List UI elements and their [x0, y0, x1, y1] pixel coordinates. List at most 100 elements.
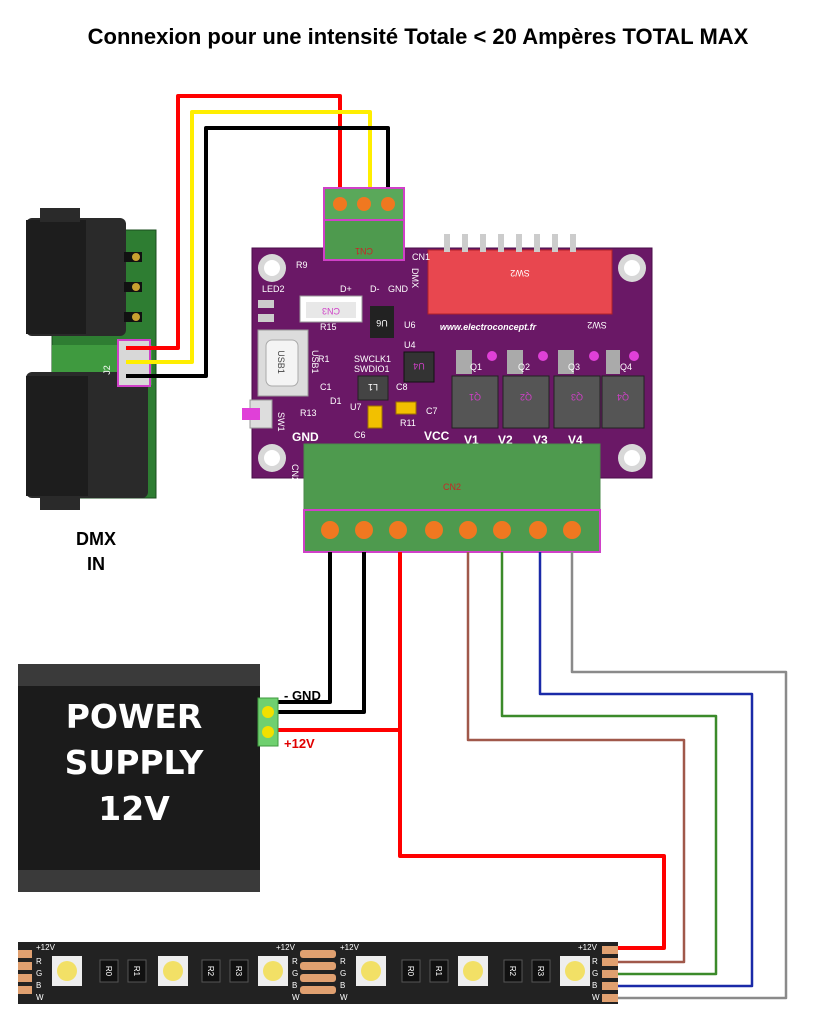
gnd-top-label: GND [388, 284, 409, 294]
gnd-bottom-label: GND [292, 430, 319, 444]
sw2-body-label: SW2 [510, 268, 530, 278]
psu-plus-label: +12V [284, 736, 315, 751]
psu-gnd-label: - GND [284, 688, 321, 703]
led2-label: LED2 [262, 284, 285, 294]
svg-text:Q1: Q1 [469, 392, 481, 402]
dmx-wires [126, 94, 390, 378]
svg-text:B: B [292, 981, 297, 990]
dmx-silk: DMX [410, 268, 420, 288]
d-plus-label: D+ [340, 284, 352, 294]
power-supply: POWER SUPPLY 12V [18, 664, 279, 892]
u7-label: U7 [350, 402, 362, 412]
strip-r3: R3 [234, 966, 243, 977]
strip-r1: R1 [132, 966, 141, 977]
led-strip: R0 R1 R2 R3 R0 R1 R2 R3 +12V R G B W +12… [18, 942, 618, 1004]
svg-text:G: G [340, 969, 346, 978]
strip-r0: R0 [104, 966, 113, 977]
psu-line2: SUPPLY [65, 743, 205, 782]
plus12-strip-wire [398, 730, 666, 950]
dmx-label-line2: IN [87, 554, 105, 574]
cn2-silk: CN2 [290, 464, 300, 482]
cn1-terminal-block: CN1 [323, 187, 405, 261]
svg-text:W: W [592, 993, 600, 1002]
strip-r0b: R0 [406, 966, 415, 977]
svg-text:W: W [36, 993, 44, 1002]
psu-line3: 12V [98, 789, 170, 828]
strip-left-plus12: +12V [36, 943, 56, 952]
sw1-label: SW1 [276, 412, 286, 432]
svg-text:B: B [592, 981, 597, 990]
strip-r1b: R1 [434, 966, 443, 977]
svg-text:Q2: Q2 [518, 362, 530, 372]
svg-text:R: R [592, 957, 598, 966]
svg-text:Q1: Q1 [470, 362, 482, 372]
gnd-wire-2 [270, 552, 366, 714]
svg-text:+12V: +12V [340, 943, 360, 952]
wire-blue [538, 552, 754, 988]
diagram-title: Connexion pour une intensité Totale < 20… [88, 24, 749, 49]
mosfet-q1: Q1 Q1 [451, 350, 499, 429]
dmx-wire-yellow [126, 110, 372, 364]
c6-label: C6 [354, 430, 366, 440]
svg-text:Q3: Q3 [571, 392, 583, 402]
wire-green [500, 552, 718, 976]
channel-wires [466, 552, 788, 1000]
cn1-silk: CN1 [412, 252, 430, 262]
psu-line1: POWER [66, 697, 203, 736]
cn3-label: CN3 [322, 306, 340, 316]
dmx-connector: J2 [26, 208, 157, 510]
gnd-wire-1 [270, 552, 332, 704]
usb-label: USB1 [276, 350, 286, 374]
svg-text:R: R [36, 957, 42, 966]
u6-chip-label: U6 [376, 318, 388, 328]
mosfet-q3: Q3 Q3 [553, 350, 601, 429]
svg-text:R: R [292, 957, 298, 966]
svg-text:Q2: Q2 [520, 392, 532, 402]
cn2-label: CN2 [443, 482, 461, 492]
u6-silk: U6 [404, 320, 416, 330]
r9-label: R9 [296, 260, 308, 270]
controller-board: SW2 SW2 www.electroconcept.fr CN1 DMX CN… [242, 234, 653, 482]
r13-label: R13 [300, 408, 317, 418]
svg-text:+12V: +12V [276, 943, 296, 952]
swclk-label: SWCLK1 [354, 354, 391, 364]
swdio-label: SWDIO1 [354, 364, 390, 374]
svg-text:B: B [340, 981, 345, 990]
mosfet-q4: Q4 Q4 [601, 350, 645, 429]
u4-chip-label: U4 [413, 361, 425, 371]
usb-silk: USB1 [310, 350, 320, 374]
wire-gray [570, 552, 788, 1000]
svg-text:Q4: Q4 [620, 362, 632, 372]
svg-text:B: B [36, 981, 41, 990]
svg-text:+12V: +12V [578, 943, 598, 952]
mosfet-q2: Q2 Q2 [502, 350, 550, 429]
dip-switch-pins [444, 234, 576, 252]
website-label: www.electroconcept.fr [440, 322, 537, 332]
c7-label: C7 [426, 406, 438, 416]
svg-text:G: G [36, 969, 42, 978]
power-wires [270, 552, 666, 950]
dmx-wire-red [126, 94, 342, 350]
c8-label: C8 [396, 382, 408, 392]
r11-label: R11 [400, 418, 416, 428]
l1-label: L1 [368, 382, 378, 392]
vcc-label: VCC [424, 429, 450, 443]
r15-label: R15 [320, 322, 337, 332]
d-minus-label: D- [370, 284, 380, 294]
cn1-label: CN1 [355, 246, 373, 256]
strip-r2: R2 [206, 966, 215, 977]
c1-label: C1 [320, 382, 332, 392]
svg-text:W: W [292, 993, 300, 1002]
svg-text:R: R [340, 957, 346, 966]
svg-text:Q4: Q4 [617, 392, 629, 402]
wire-brown [466, 552, 686, 964]
dmx-label-line1: DMX [76, 529, 116, 549]
sw2-silk-label: SW2 [587, 320, 607, 330]
u4-silk: U4 [404, 340, 416, 350]
svg-text:G: G [292, 969, 298, 978]
cn2-terminal-block: CN2 [303, 443, 601, 553]
j2-label: J2 [102, 365, 112, 375]
r1-label: R1 [318, 354, 330, 364]
d1-label: D1 [330, 396, 342, 406]
